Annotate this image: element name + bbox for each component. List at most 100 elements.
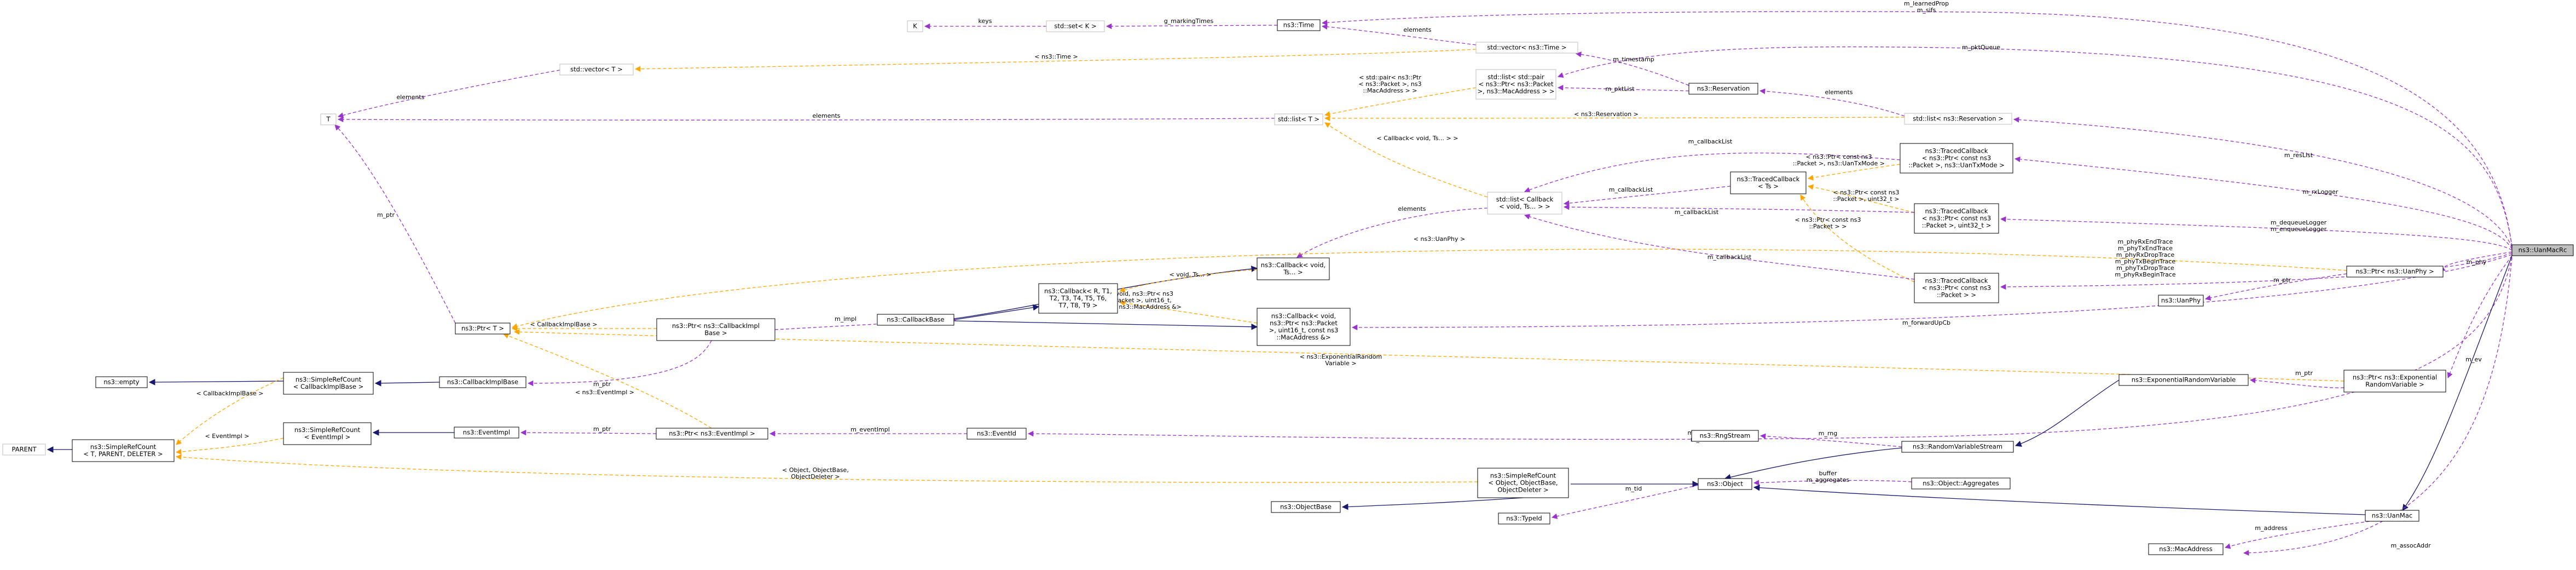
class-node-label: PARENT: [12, 446, 37, 453]
usage-edge: [1575, 51, 1689, 86]
class-node-eventimpl[interactable]: ns3::EventImpl: [454, 427, 519, 439]
edge-label: elements: [1825, 89, 1853, 96]
class-node-label: ns3::CallbackImplBase: [447, 378, 518, 386]
edge-label: < void, Ts... >: [1170, 271, 1212, 278]
class-node-rvstream[interactable]: ns3::RandomVariableStream: [1901, 441, 2014, 453]
usage-edge: [527, 340, 712, 387]
edge-label: < void, ns3::Ptr< ns3::Packet >, uint16_…: [1101, 290, 1182, 310]
edge-label: elements: [1398, 205, 1426, 212]
class-node-uanmacrc[interactable]: ns3::UanMacRc: [2511, 244, 2574, 256]
class-node-callback-packet[interactable]: ns3::Callback< void,ns3::Ptr< ns3::Packe…: [1257, 308, 1351, 346]
class-node-macaddress[interactable]: ns3::MacAddress: [2148, 543, 2224, 555]
edge-label: m_callbackList: [1688, 138, 1733, 145]
class-node-exprv[interactable]: ns3::ExponentialRandomVariable: [2118, 374, 2249, 386]
class-node-label: ns3::Object: [1707, 480, 1743, 488]
edge-label: m_pktList: [1605, 85, 1635, 93]
class-node-label: T: [326, 116, 331, 123]
edge-label: elements: [396, 94, 424, 101]
class-node-srefcount-tpd[interactable]: ns3::SimpleRefCount< T, PARENT, DELETER …: [72, 439, 175, 462]
inheritance-edge: [953, 304, 1040, 320]
edge-label: < ns3::UanPhy >: [1414, 235, 1465, 243]
class-node-t: T: [320, 113, 337, 125]
class-node-aggregates[interactable]: ns3::Object::Aggregates: [1911, 477, 2011, 490]
usage-edge: [1524, 214, 1915, 280]
inheritance-edge: [1753, 484, 2366, 515]
edge-label: < CallbackImplBase >: [196, 390, 264, 397]
class-node-label: std::vector< ns3::Time >: [1487, 44, 1566, 51]
class-node-parent: PARENT: [2, 444, 46, 456]
class-node-label: ns3::TracedCallback< ns3::Ptr< const ns3…: [1908, 147, 2005, 169]
inheritance-edge: [374, 379, 440, 387]
inheritance-edge: [1724, 447, 1902, 481]
usage-edge: [2249, 377, 2345, 388]
usage-edge: [1753, 480, 1912, 486]
edge-label: < ns3::Ptr< const ns3::Packet >, uint32_…: [1833, 189, 1900, 203]
usage-edge: [2439, 251, 2513, 271]
class-node-callbackbase[interactable]: ns3::CallbackBase: [877, 314, 954, 326]
class-node-label: ns3::Ptr< ns3::EventImpl >: [669, 430, 755, 437]
class-node-traced-cb-uantxmode[interactable]: ns3::TracedCallback< ns3::Ptr< const ns3…: [1900, 143, 2013, 174]
edge-label: m_ptr: [377, 211, 395, 218]
edge-label: elements: [812, 112, 840, 119]
inheritance-edge: [148, 379, 284, 385]
inheritance-edge: [2402, 255, 2513, 511]
class-node-label: ns3::UanMac: [2372, 512, 2412, 520]
edge-label: m_assocAddr: [2390, 542, 2430, 549]
usage-edge: [334, 124, 456, 324]
class-node-uanphy[interactable]: ns3::UanPhy: [2158, 295, 2204, 307]
class-node-uanmac[interactable]: ns3::UanMac: [2365, 510, 2419, 522]
class-node-rngstream[interactable]: ns3::RngStream: [1691, 430, 1759, 442]
class-node-ptr-eventimpl[interactable]: ns3::Ptr< ns3::EventImpl >: [656, 428, 768, 440]
usage-edge: [2013, 117, 2513, 248]
class-node-srefcount-ei[interactable]: ns3::SimpleRefCount< EventImpl >: [283, 422, 372, 445]
template-edge: [1324, 122, 1488, 198]
usage-edge: [1558, 46, 2513, 247]
class-node-label: ns3::SimpleRefCount< Object, ObjectBase,…: [1488, 472, 1558, 494]
class-node-reservation[interactable]: ns3::Reservation: [1688, 83, 1758, 95]
usage-edge: [1759, 88, 1905, 117]
class-node-ptr-uanphy[interactable]: ns3::Ptr< ns3::UanPhy >: [2346, 266, 2444, 278]
class-node-callback-rt[interactable]: ns3::Callback< R, T1,T2, T3, T4, T5, T6,…: [1038, 283, 1118, 314]
edge-label: m_rng: [1819, 430, 1838, 437]
class-node-ptr-t[interactable]: ns3::Ptr< T >: [455, 323, 511, 335]
usage-edge: [2204, 273, 2347, 301]
edge-label: m_tid: [1625, 485, 1642, 492]
inheritance-edge: [2015, 379, 2120, 447]
template-edge: [511, 249, 2347, 329]
class-node-label: K: [913, 22, 917, 30]
template-edge: [1807, 164, 1901, 181]
class-node-callback-void[interactable]: ns3::Callback< void,Ts... >: [1257, 257, 1330, 280]
edge-label: keys: [979, 18, 992, 25]
class-node-ns3empty[interactable]: ns3::empty: [95, 376, 148, 388]
class-node-srefcount-obj[interactable]: ns3::SimpleRefCount< Object, ObjectBase,…: [1477, 468, 1569, 498]
class-node-label: ns3::SimpleRefCount< CallbackImplBase >: [293, 376, 363, 390]
class-node-time[interactable]: ns3::Time: [1277, 19, 1321, 31]
class-node-traced-cb-uint32[interactable]: ns3::TracedCallback< ns3::Ptr< const ns3…: [1914, 203, 1999, 234]
template-edge: [1324, 87, 1477, 117]
class-node-callbackimplbase[interactable]: ns3::CallbackImplBase: [439, 376, 526, 388]
class-node-label: ns3::TracedCallback< Ts >: [1737, 175, 1800, 190]
class-node-label: ns3::empty: [103, 378, 139, 386]
class-node-object[interactable]: ns3::Object: [1698, 478, 1752, 490]
class-node-eventid[interactable]: ns3::EventId: [966, 428, 1027, 440]
class-node-traced-cb-ts[interactable]: ns3::TracedCallback< Ts >: [1730, 171, 1807, 194]
usage-edge: [2014, 156, 2513, 250]
class-node-label: ns3::UanPhy: [2161, 297, 2201, 304]
class-node-label: ns3::ExponentialRandomVariable: [2132, 376, 2236, 384]
class-node-objectbase[interactable]: ns3::ObjectBase: [1271, 501, 1341, 513]
usage-edge: [2000, 252, 2513, 290]
class-node-list-reservation: std::list< ns3::Reservation >: [1904, 113, 2012, 125]
class-node-label: ns3::Ptr< ns3::UanPhy >: [2355, 268, 2434, 275]
class-node-label: ns3::Time: [1283, 21, 1315, 29]
usage-edge: [1027, 257, 2513, 440]
class-node-typeid[interactable]: ns3::TypeId: [1498, 513, 1550, 525]
inheritance-edge: [953, 320, 1258, 330]
class-node-traced-cb-packet[interactable]: ns3::TracedCallback< ns3::Ptr< const ns3…: [1914, 273, 1999, 303]
class-node-srefcount-cib[interactable]: ns3::SimpleRefCount< CallbackImplBase >: [283, 372, 374, 395]
class-node-label: ns3::Callback< R, T1,T2, T3, T4, T5, T6,…: [1044, 287, 1112, 309]
